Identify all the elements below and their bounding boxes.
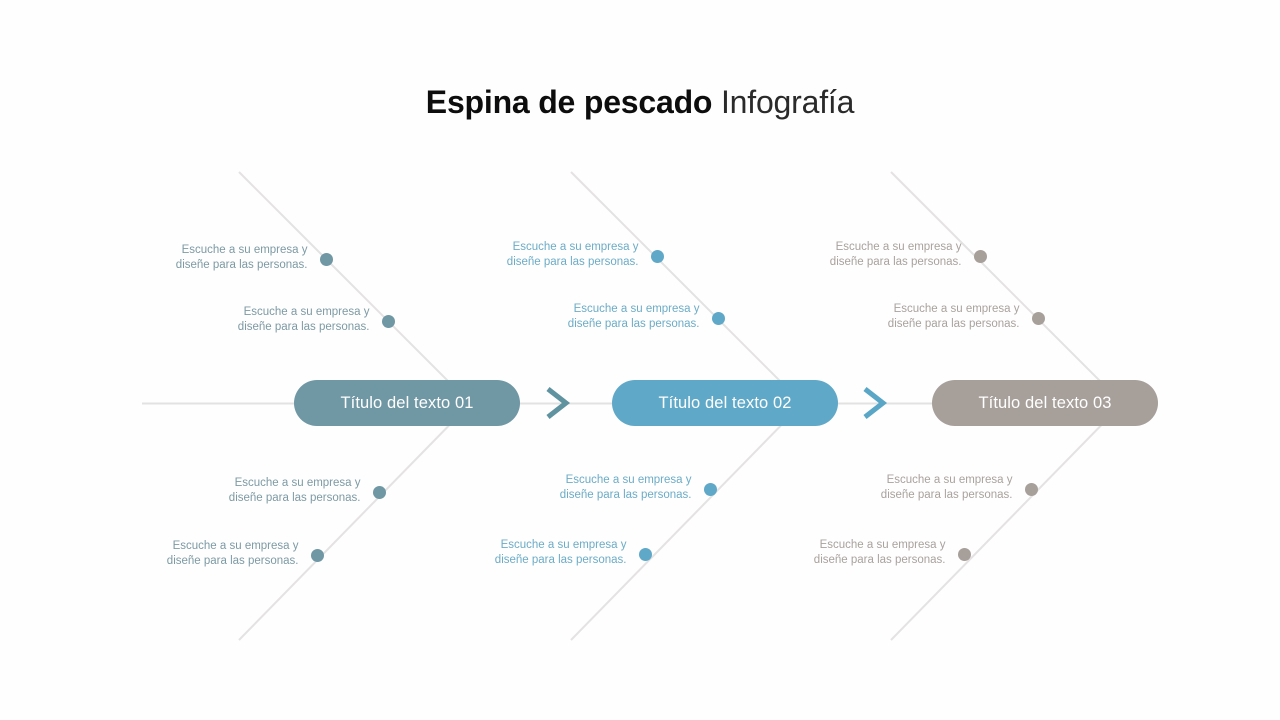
branch-label-line-2: diseñe para las personas. [829, 256, 962, 268]
branch-label-line-1: Escuche a su empresa y [819, 538, 946, 551]
branch-label-line-1: Escuche a su empresa y [500, 538, 627, 551]
bone-bottom-group-2 [570, 403, 803, 641]
branch-label-line-2: diseñe para las personas. [175, 259, 308, 271]
branch-dot-icon [372, 485, 386, 499]
page-title-light: Infografía [720, 84, 855, 120]
branch-label-line-2: diseñe para las personas. [506, 256, 639, 268]
branch-dot-icon [650, 249, 664, 263]
page-title-strong: Espina de pescado [425, 84, 713, 120]
branch-label: Escuche a su empresa y diseñe para las pe… [167, 539, 299, 570]
branch-label-line-2: diseñe para las personas. [567, 318, 700, 330]
branch-label-line-1: Escuche a su empresa y [172, 539, 299, 552]
branch-label-line-1: Escuche a su empresa y [565, 473, 692, 486]
stage-pill-1-label: Título del texto 01 [340, 393, 474, 412]
branch-label: Escuche a su empresa y diseñe para las pe… [238, 305, 370, 336]
bone-top-group-2 [570, 171, 803, 404]
branch-label: Escuche a su empresa y diseñe para las pe… [176, 243, 308, 274]
bone-bottom-group-3 [890, 403, 1123, 641]
branch-dot-icon [973, 249, 987, 263]
branch-label: Escuche a su empresa y diseñe para las pe… [814, 538, 946, 569]
branch-label: Escuche a su empresa y diseñe para las pe… [229, 476, 361, 507]
page-title: Espina de pescado Infografía [0, 80, 1280, 124]
branch-label-line-2: diseñe para las personas. [237, 321, 370, 333]
branch-label-line-1: Escuche a su empresa y [893, 302, 1020, 315]
branch-label-line-2: diseñe para las personas. [813, 554, 946, 566]
branch-label: Escuche a su empresa y diseñe para las pe… [495, 538, 627, 569]
branch-dot-icon [711, 311, 725, 325]
stage-pill-3[interactable]: Título del texto 03 [932, 380, 1158, 426]
chevron-right-icon [863, 387, 888, 419]
branch-label: Escuche a su empresa y diseñe para las pe… [568, 302, 700, 333]
branch-label-line-1: Escuche a su empresa y [573, 302, 700, 315]
bone-top-group-1 [238, 171, 471, 404]
bone-top-group-3 [890, 171, 1123, 404]
branch-label-line-2: diseñe para las personas. [228, 492, 361, 504]
branch-label-line-2: diseñe para las personas. [559, 489, 692, 501]
branch-label-line-2: diseñe para las personas. [887, 318, 1020, 330]
branch-label-line-1: Escuche a su empresa y [886, 473, 1013, 486]
branch-dot-icon [381, 314, 395, 328]
branch-dot-icon [310, 548, 324, 562]
branch-label: Escuche a su empresa y diseñe para las pe… [560, 473, 692, 504]
branch-label-line-1: Escuche a su empresa y [243, 305, 370, 318]
branch-label-line-1: Escuche a su empresa y [835, 240, 962, 253]
branch-dot-icon [1031, 311, 1045, 325]
branch-label: Escuche a su empresa y diseñe para las pe… [881, 473, 1013, 504]
branch-label-line-2: diseñe para las personas. [880, 489, 1013, 501]
branch-dot-icon [638, 547, 652, 561]
chevron-right-icon [546, 387, 571, 419]
branch-dot-icon [703, 482, 717, 496]
branch-dot-icon [319, 252, 333, 266]
branch-label: Escuche a su empresa y diseñe para las pe… [507, 240, 639, 271]
stage-pill-2[interactable]: Título del texto 02 [612, 380, 838, 426]
branch-label-line-2: diseñe para las personas. [166, 555, 299, 567]
branch-label: Escuche a su empresa y diseñe para las pe… [830, 240, 962, 271]
branch-label-line-1: Escuche a su empresa y [181, 243, 308, 256]
stage-pill-1[interactable]: Título del texto 01 [294, 380, 520, 426]
branch-label: Escuche a su empresa y diseñe para las pe… [888, 302, 1020, 333]
branch-dot-icon [957, 547, 971, 561]
branch-label-line-1: Escuche a su empresa y [512, 240, 639, 253]
stage-pill-2-label: Título del texto 02 [658, 393, 792, 412]
branch-label-line-2: diseñe para las personas. [494, 554, 627, 566]
stage-pill-3-label: Título del texto 03 [978, 393, 1112, 412]
bone-bottom-group-1 [238, 403, 471, 641]
branch-dot-icon [1024, 482, 1038, 496]
branch-label-line-1: Escuche a su empresa y [234, 476, 361, 489]
